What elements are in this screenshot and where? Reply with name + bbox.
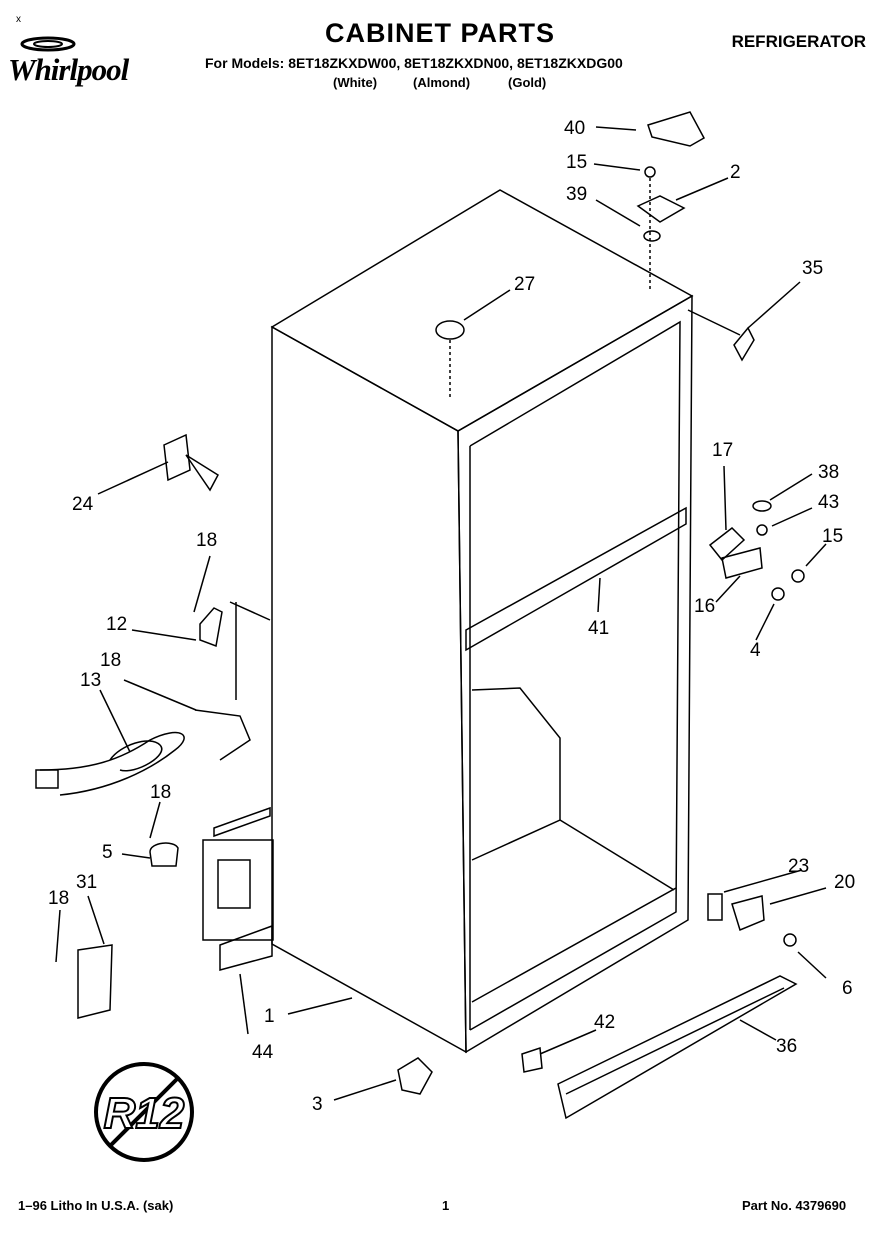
callout-18b: 18 [100, 650, 121, 671]
callout-12: 12 [106, 614, 127, 635]
model-list: For Models: 8ET18ZKXDW00, 8ET18ZKXDN00, … [205, 55, 623, 71]
callout-17: 17 [712, 440, 733, 461]
callout-15b: 15 [822, 526, 843, 547]
toe-grille [557, 975, 798, 1120]
callout-40: 40 [564, 118, 585, 139]
power-cord [39, 731, 185, 796]
hinge-cover [647, 111, 706, 147]
callout-35: 35 [802, 258, 823, 279]
callout-1: 1 [264, 1006, 275, 1027]
no-r12-badge: R12 [94, 1062, 194, 1162]
callout-43: 43 [818, 492, 839, 513]
center-hinge [721, 547, 763, 579]
hinge-side-cover [733, 326, 755, 362]
cabinet-side [271, 325, 467, 1054]
callout-18: 18 [196, 530, 217, 551]
cabinet-front-frame [457, 294, 693, 1054]
callout-44: 44 [252, 1042, 274, 1063]
page-title: CABINET PARTS [324, 18, 555, 48]
callout-24: 24 [72, 494, 94, 515]
corner-mark: x [16, 14, 21, 25]
callout-5: 5 [102, 842, 113, 863]
cabinet-top [270, 189, 694, 432]
callout-6: 6 [842, 978, 853, 999]
footer-litho: 1–96 Litho In U.S.A. (sak) [18, 1198, 174, 1213]
callout-42: 42 [594, 1012, 615, 1033]
cord-bracket [199, 607, 223, 648]
callout-23: 23 [788, 856, 809, 877]
brand-name: Whirlpool [8, 52, 129, 87]
cabinet-opening [469, 320, 681, 1031]
footer-page-number: 1 [442, 1198, 450, 1213]
appliance-type: REFRIGERATOR [731, 32, 866, 51]
badge-text: R12 [104, 1089, 185, 1138]
color-white: (White) [333, 75, 378, 90]
color-gold: (Gold) [508, 75, 547, 90]
side-cover [77, 944, 113, 1019]
callout-3: 3 [312, 1094, 323, 1115]
top-hinge [636, 195, 686, 223]
plug-button [435, 320, 465, 340]
callout-16: 16 [694, 596, 715, 617]
callout-13: 13 [80, 670, 101, 691]
callout-38: 38 [818, 462, 839, 483]
callout-20: 20 [834, 872, 855, 893]
footer-part-number: Part No. 4379690 [742, 1198, 847, 1213]
callout-39: 39 [566, 184, 587, 205]
callout-27: 27 [514, 274, 535, 295]
logo-swirl-icon [20, 36, 76, 52]
whirlpool-logo: Whirlpool [8, 30, 183, 110]
callout-31: 31 [76, 872, 97, 893]
bottom-hinge [731, 895, 765, 932]
callout-2: 2 [730, 162, 741, 183]
callout-18d: 18 [48, 888, 69, 909]
callout-18c: 18 [150, 782, 171, 803]
divider-mullion [465, 506, 687, 652]
callout-36: 36 [776, 1036, 797, 1057]
color-almond: (Almond) [413, 75, 471, 90]
callout-15: 15 [566, 152, 587, 173]
callout-41: 41 [588, 618, 609, 639]
lower-bracket [397, 1057, 433, 1095]
callout-4: 4 [750, 640, 761, 661]
